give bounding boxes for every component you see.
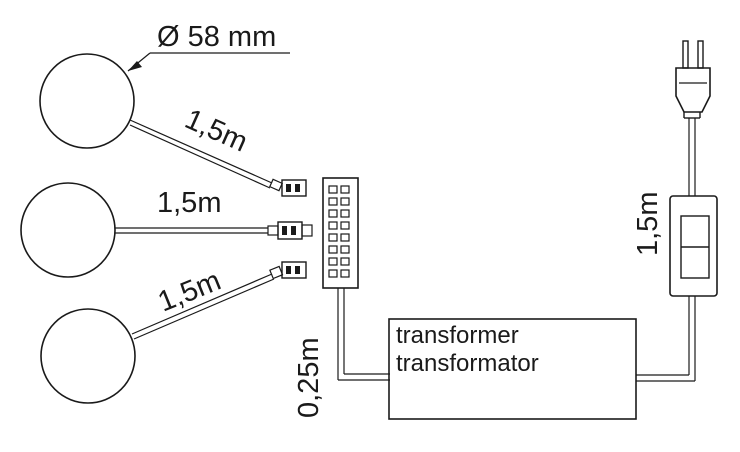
distributor-slot bbox=[340, 221, 350, 230]
cable-label-lamp-middle: 1,5m bbox=[157, 187, 221, 219]
distributor-slot bbox=[328, 269, 338, 278]
diameter-leader bbox=[127, 52, 290, 72]
distributor-slot bbox=[340, 257, 350, 266]
cable-switch-plug bbox=[688, 118, 696, 196]
distributor-slot bbox=[328, 233, 338, 242]
cable-lamp-bottom bbox=[131, 265, 284, 340]
distributor-slot bbox=[340, 185, 350, 194]
cable-label-lamp-bottom: 1,5m bbox=[154, 265, 226, 319]
connector-middle bbox=[277, 221, 313, 240]
inline-switch bbox=[669, 195, 718, 297]
distributor-slot bbox=[340, 209, 350, 218]
distributor-slot bbox=[340, 233, 350, 242]
transformer-box bbox=[388, 318, 637, 420]
lamp-bottom bbox=[40, 308, 136, 404]
transformer-label-line1: transformer bbox=[396, 322, 519, 349]
distributor-slot bbox=[328, 257, 338, 266]
diameter-label: Ø 58 mm bbox=[157, 21, 276, 53]
cable-lamp-middle bbox=[115, 225, 279, 236]
distributor-slot bbox=[340, 197, 350, 206]
distributor-slot bbox=[328, 197, 338, 206]
cable-transformer-switch bbox=[636, 296, 696, 382]
connector-bottom bbox=[281, 261, 307, 279]
lamp-middle bbox=[20, 182, 116, 278]
distributor-slot bbox=[328, 221, 338, 230]
cable-label-lamp-top: 1,5m bbox=[180, 103, 252, 158]
cable-label-power-cord: 1,5m bbox=[632, 192, 664, 256]
connector-top bbox=[281, 179, 307, 197]
distributor-slot bbox=[328, 245, 338, 254]
transformer-label-line2: transformator bbox=[396, 350, 539, 377]
cable-label-distributor: 0,25m bbox=[293, 337, 325, 418]
distributor-slot bbox=[340, 269, 350, 278]
distributor-slot bbox=[340, 245, 350, 254]
cable-lamp-top bbox=[129, 119, 283, 192]
lamp-top bbox=[39, 53, 135, 149]
distributor-slot bbox=[328, 209, 338, 218]
power-plug-icon bbox=[675, 40, 711, 119]
distributor-slot bbox=[328, 185, 338, 194]
distributor-slots bbox=[328, 185, 350, 278]
cable-distributor-transformer bbox=[337, 288, 390, 381]
distributor-block bbox=[322, 177, 359, 289]
